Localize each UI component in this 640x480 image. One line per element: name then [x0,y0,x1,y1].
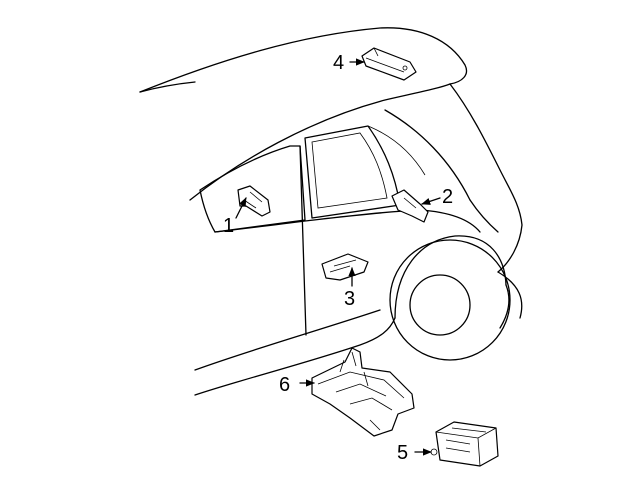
callout-1: 1 [223,215,234,237]
part-2-bracket [391,189,429,223]
part-5-control-unit [430,421,499,467]
callout-2: 2 [442,186,453,208]
callout-5: 5 [397,442,408,464]
part-6-bracket [311,347,415,437]
callout-3: 3 [344,288,355,310]
callout-4: 4 [333,52,344,74]
part-3-bracket [321,253,369,281]
leader-2 [421,197,441,205]
leader-1 [235,197,247,219]
part-4-module [361,47,417,81]
callout-6: 6 [279,374,290,396]
part-1-bracket [237,185,271,217]
vehicle-outline [139,27,523,396]
